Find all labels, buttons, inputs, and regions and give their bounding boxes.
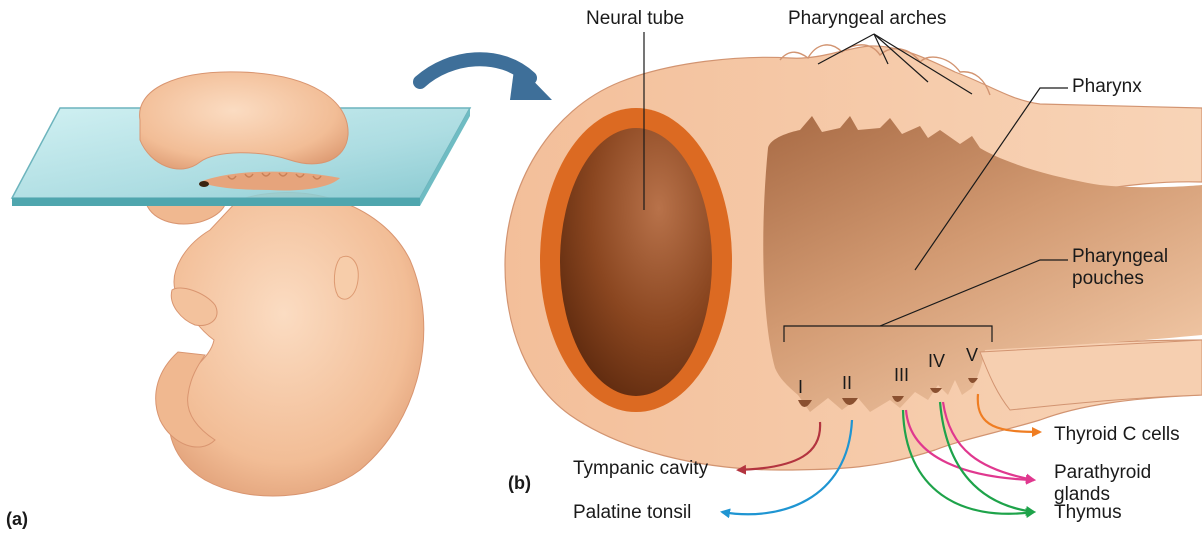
- embryo-illustration: [12, 72, 470, 496]
- embryo-body: [169, 193, 424, 497]
- ventral-wall: [980, 340, 1202, 410]
- neural-tube-lumen: [560, 128, 712, 396]
- pharyngeal-arches-label: Pharyngeal arches: [788, 8, 946, 30]
- pouch-numeral-5: V: [966, 344, 978, 366]
- panel-label-b: (b): [508, 472, 531, 494]
- palatine-tonsil-label: Palatine tonsil: [573, 502, 691, 524]
- panel-label-a: (a): [6, 508, 28, 530]
- magnify-arrow: [420, 59, 552, 100]
- pharyngeal-pouches-label-line1: Pharyngeal: [1072, 246, 1168, 268]
- pouch-numeral-2: II: [842, 372, 852, 394]
- pouch-numeral-4: IV: [928, 350, 945, 372]
- pouch-numeral-1: I: [798, 376, 803, 398]
- pouch-numeral-3: III: [894, 364, 909, 386]
- parathyroid-glands-label-line1: Parathyroid: [1054, 462, 1151, 484]
- tympanic-cavity-label: Tympanic cavity: [573, 458, 708, 480]
- thymus-label: Thymus: [1054, 502, 1122, 524]
- pharyngeal-pouches-label-line2: pouches: [1072, 268, 1144, 290]
- glass-slide-edge: [12, 198, 420, 206]
- neural-tube-label: Neural tube: [586, 8, 684, 30]
- pharynx-label: Pharynx: [1072, 76, 1142, 98]
- thyroid-c-cells-label: Thyroid C cells: [1054, 424, 1180, 446]
- section-hole: [199, 181, 209, 187]
